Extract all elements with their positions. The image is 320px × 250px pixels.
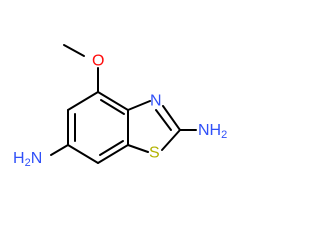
thiazole-nitrogen-label: N bbox=[150, 93, 162, 110]
bond-n-c2-inner bbox=[155, 109, 172, 131]
bond-c7a-c7 bbox=[97, 144, 129, 164]
bond-methyl-oxygen bbox=[63, 44, 85, 57]
amine-2-symbol: NH bbox=[198, 122, 221, 139]
bond-c7a-c7-inner bbox=[99, 140, 124, 156]
amine-6-suffix: N bbox=[31, 150, 43, 167]
bond-c4-c3a bbox=[97, 91, 129, 111]
sulfur-label: S bbox=[149, 145, 160, 162]
bond-c7-c6 bbox=[67, 144, 99, 164]
bond-c5-c4 bbox=[67, 91, 99, 111]
bond-group bbox=[50, 44, 197, 164]
molecule-structure-diagram: O N S NH2 H2N bbox=[13, 44, 227, 170]
oxygen-label: O bbox=[92, 53, 104, 70]
amine-6-label: H2N bbox=[13, 150, 42, 170]
bond-c6-amine bbox=[50, 144, 69, 156]
bond-c4-c3a-inner bbox=[100, 99, 125, 115]
bond-n-c2 bbox=[162, 105, 181, 131]
amine-2-subscript: 2 bbox=[221, 129, 227, 141]
atom-label-group: O N S NH2 H2N bbox=[13, 53, 227, 170]
bond-c3a-n bbox=[127, 100, 151, 111]
bond-c2-s bbox=[161, 129, 181, 151]
amine-6-symbol: H bbox=[13, 150, 25, 167]
amine-2-label: NH2 bbox=[198, 122, 227, 142]
bond-s-c7a bbox=[127, 144, 149, 153]
amine-6-subscript: 2 bbox=[25, 157, 31, 169]
